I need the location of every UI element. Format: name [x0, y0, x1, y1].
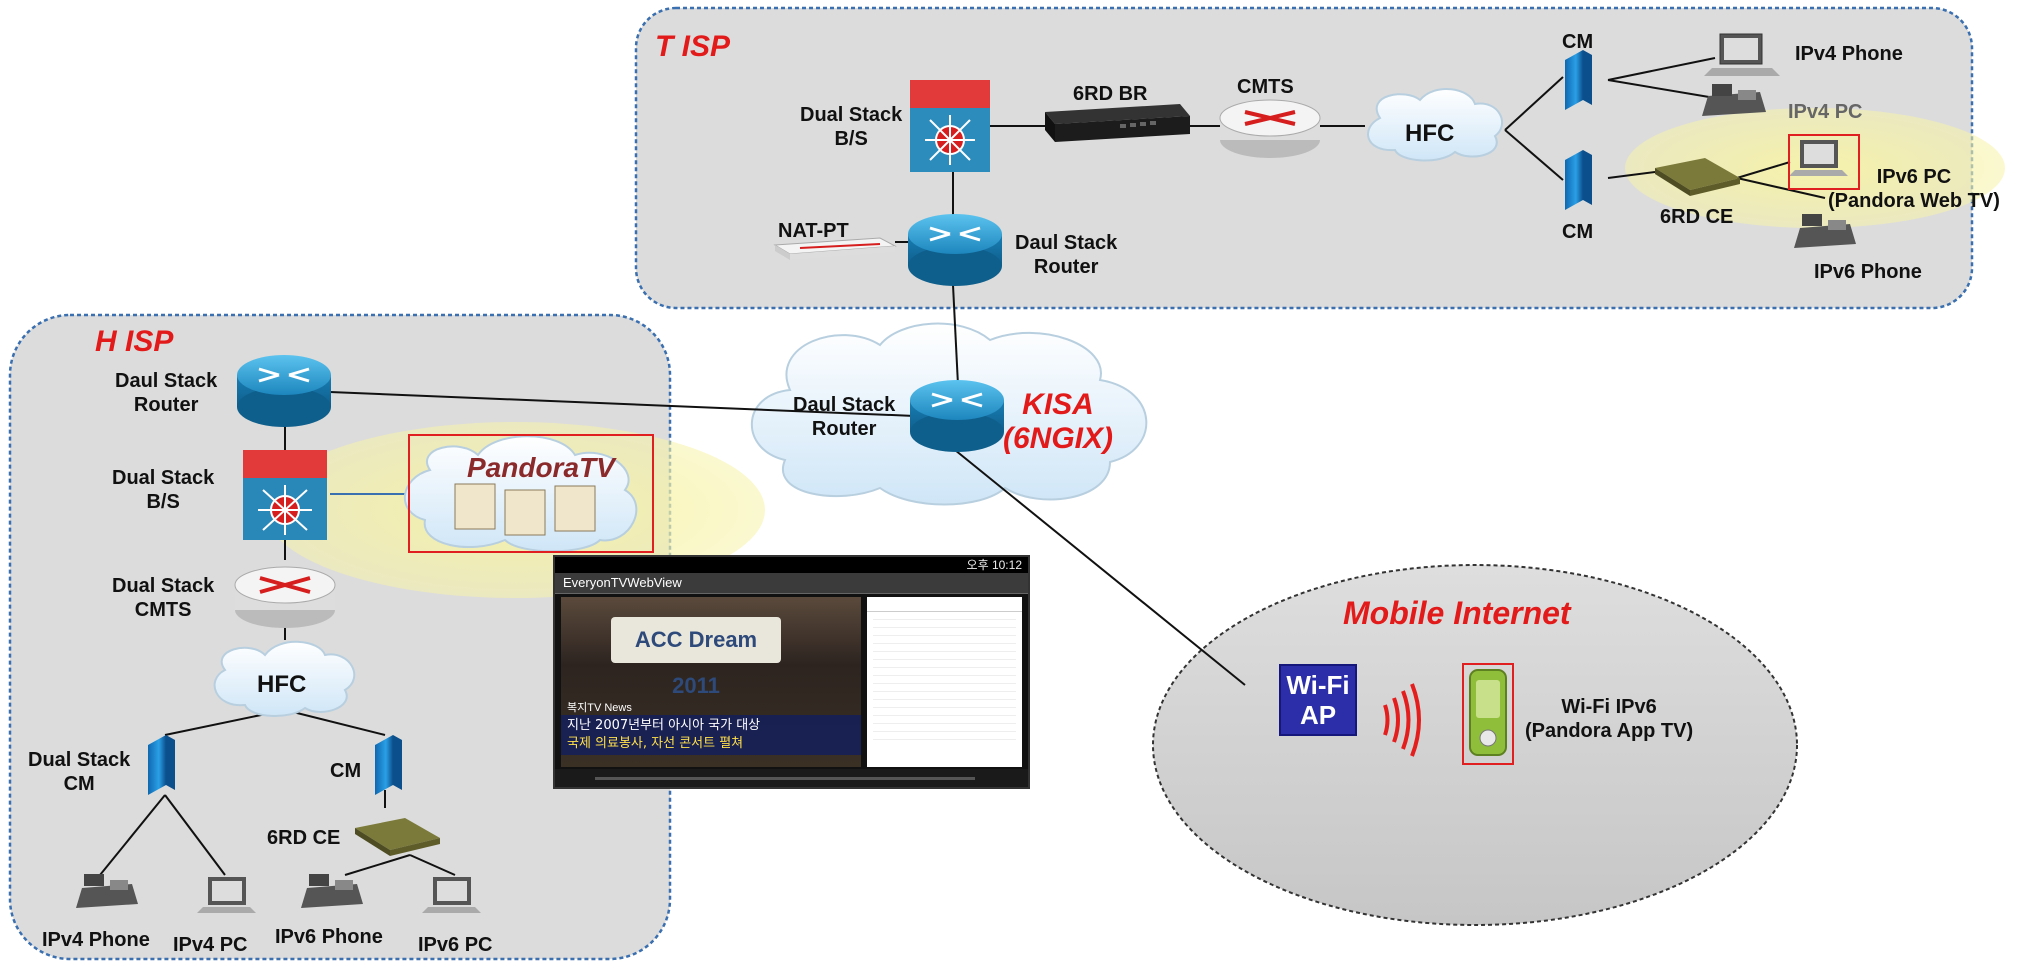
channel-list-tabs	[867, 597, 1022, 612]
h-dual-stack-bs-label: Dual Stack B/S	[112, 467, 215, 513]
t-ipv6-pc-icon	[1789, 140, 1848, 176]
t-dual-stack-bs-icon	[910, 80, 990, 172]
t-ipv6-phone-label: IPv6 Phone	[1814, 261, 1922, 283]
channel-row	[873, 692, 1016, 700]
channel-row	[873, 660, 1016, 668]
caption-line-1: 지난 2007년부터 아시아 국가 대상	[567, 718, 761, 733]
pandora-tv-label: PandoraTV	[467, 452, 615, 483]
h-hfc-label: HFC	[257, 671, 307, 698]
channel-row	[873, 708, 1016, 716]
wifi-ap-icon	[1279, 664, 1357, 736]
nat-pt-label: NAT-PT	[778, 220, 849, 242]
t-sixrd-ce-label: 6RD CE	[1660, 206, 1734, 228]
t-ipv4-phone-icon	[1702, 84, 1766, 116]
t-ipv6-phone-icon	[1794, 214, 1856, 248]
h-isp-title: H ISP	[95, 325, 174, 358]
channel-row	[873, 676, 1016, 684]
h-cm-label: CM	[330, 760, 362, 782]
h-daul-stack-router-icon	[237, 355, 331, 427]
t-daul-stack-router-label: Daul Stack Router	[1015, 232, 1118, 278]
h-ipv4-pc-label: IPv4 PC	[173, 934, 248, 956]
t-sixrd-ce-icon	[1655, 158, 1740, 196]
video-news-tag: 복지TV News	[567, 702, 632, 714]
t-ipv6-pc-label: IPv6 PC (Pandora Web TV)	[1828, 166, 2000, 212]
t-hfc-cloud-icon	[1367, 87, 1504, 162]
pandora-redbox	[408, 434, 654, 553]
h-ipv4-phone-label: IPv4 Phone	[42, 929, 150, 951]
t-cm-bottom-icon	[1565, 150, 1592, 210]
h-hfc-cloud-icon	[213, 640, 356, 717]
wifi-signal-icon	[1383, 683, 1421, 757]
channel-row	[873, 716, 1016, 724]
h-ipv6-phone-label: IPv6 Phone	[275, 926, 383, 948]
h-sixrd-ce-icon	[355, 818, 440, 856]
mobile-phone-redbox	[1462, 663, 1514, 765]
mobile-internet-title: Mobile Internet	[1343, 595, 1571, 631]
t-dual-stack-bs-label: Dual Stack B/S	[800, 104, 903, 150]
video-caption: 지난 2007년부터 아시아 국가 대상 국제 의료봉사, 자선 콘서트 펼쳐	[561, 715, 861, 755]
kisa-router-icon	[910, 380, 1004, 452]
sixrd-br-icon	[1045, 104, 1190, 142]
t-cmts-icon	[1219, 99, 1321, 158]
h-dual-stack-bs-icon	[243, 450, 327, 540]
channel-list	[867, 597, 1022, 767]
video-banner: ACC Dream 2011	[611, 617, 781, 698]
kisa-label: KISA (6NGIX)	[1003, 388, 1114, 455]
channel-row	[873, 628, 1016, 636]
ipv6-pc-redbox	[1788, 134, 1860, 190]
t-cm-top-icon	[1565, 50, 1592, 110]
links	[99, 57, 1826, 876]
t-isp-title: T ISP	[655, 30, 731, 63]
h-ipv4-phone-icon	[76, 874, 138, 908]
channel-row	[873, 612, 1016, 620]
video-controls	[555, 769, 1028, 787]
t-cmts-label: CMTS	[1237, 76, 1294, 98]
h-dual-stack-cmts-label: Dual Stack CMTS	[112, 575, 215, 621]
h-daul-stack-router-label: Daul Stack Router	[115, 370, 218, 416]
channel-row	[873, 668, 1016, 676]
channel-row	[873, 620, 1016, 628]
h-cm-icon	[375, 735, 402, 795]
t-ipv4-pc-label: IPv4 PC	[1788, 101, 1863, 123]
h-dual-stack-cmts-icon	[234, 566, 336, 628]
t-daul-stack-router-icon	[908, 214, 1002, 286]
channel-row	[873, 652, 1016, 660]
h-sixrd-ce-label: 6RD CE	[267, 827, 341, 849]
h-ipv6-pc-icon	[422, 877, 481, 913]
h-dual-stack-cm-icon	[148, 735, 175, 795]
nat-pt-icon	[773, 237, 897, 260]
t-ipv4-pc-icon	[1704, 33, 1780, 76]
wifi-ap-label: Wi-Fi AP	[1286, 670, 1350, 730]
app-title: EveryonTVWebView	[555, 573, 1028, 594]
app-screenshot: 오후 10:12 EveryonTVWebView ACC Dream 2011…	[553, 555, 1030, 789]
h-dual-stack-cm-label: Dual Stack CM	[28, 749, 131, 795]
channel-row	[873, 644, 1016, 652]
pandora-cloud-icon	[404, 435, 638, 553]
t-cm-top-label: CM	[1562, 31, 1594, 53]
channel-row	[873, 700, 1016, 708]
channel-row	[873, 636, 1016, 644]
kisa-router-label: Daul Stack Router	[793, 394, 896, 440]
video-frame: ACC Dream 2011 복지TV News 지난 2007년부터 아시아 …	[561, 597, 861, 767]
channel-row	[873, 684, 1016, 692]
h-ipv6-pc-label: IPv6 PC	[418, 934, 493, 956]
caption-line-2: 국제 의료봉사, 자선 콘서트 펼쳐	[567, 736, 744, 751]
channel-row	[873, 724, 1016, 732]
t-cm-bottom-label: CM	[1562, 221, 1594, 243]
status-bar: 오후 10:12	[555, 557, 1028, 573]
mobile-phone-icon	[1469, 669, 1507, 756]
h-ipv4-pc-icon	[197, 877, 256, 913]
video-progress-bar	[595, 777, 975, 780]
wifi-ipv6-label: Wi-Fi IPv6 (Pandora App TV)	[1525, 696, 1694, 742]
channel-row	[873, 732, 1016, 740]
h-ipv6-phone-icon	[301, 874, 363, 908]
t-hfc-label: HFC	[1405, 120, 1455, 147]
t-ipv4-phone-label: IPv4 Phone	[1795, 43, 1903, 65]
sixrd-br-label: 6RD BR	[1073, 83, 1148, 105]
